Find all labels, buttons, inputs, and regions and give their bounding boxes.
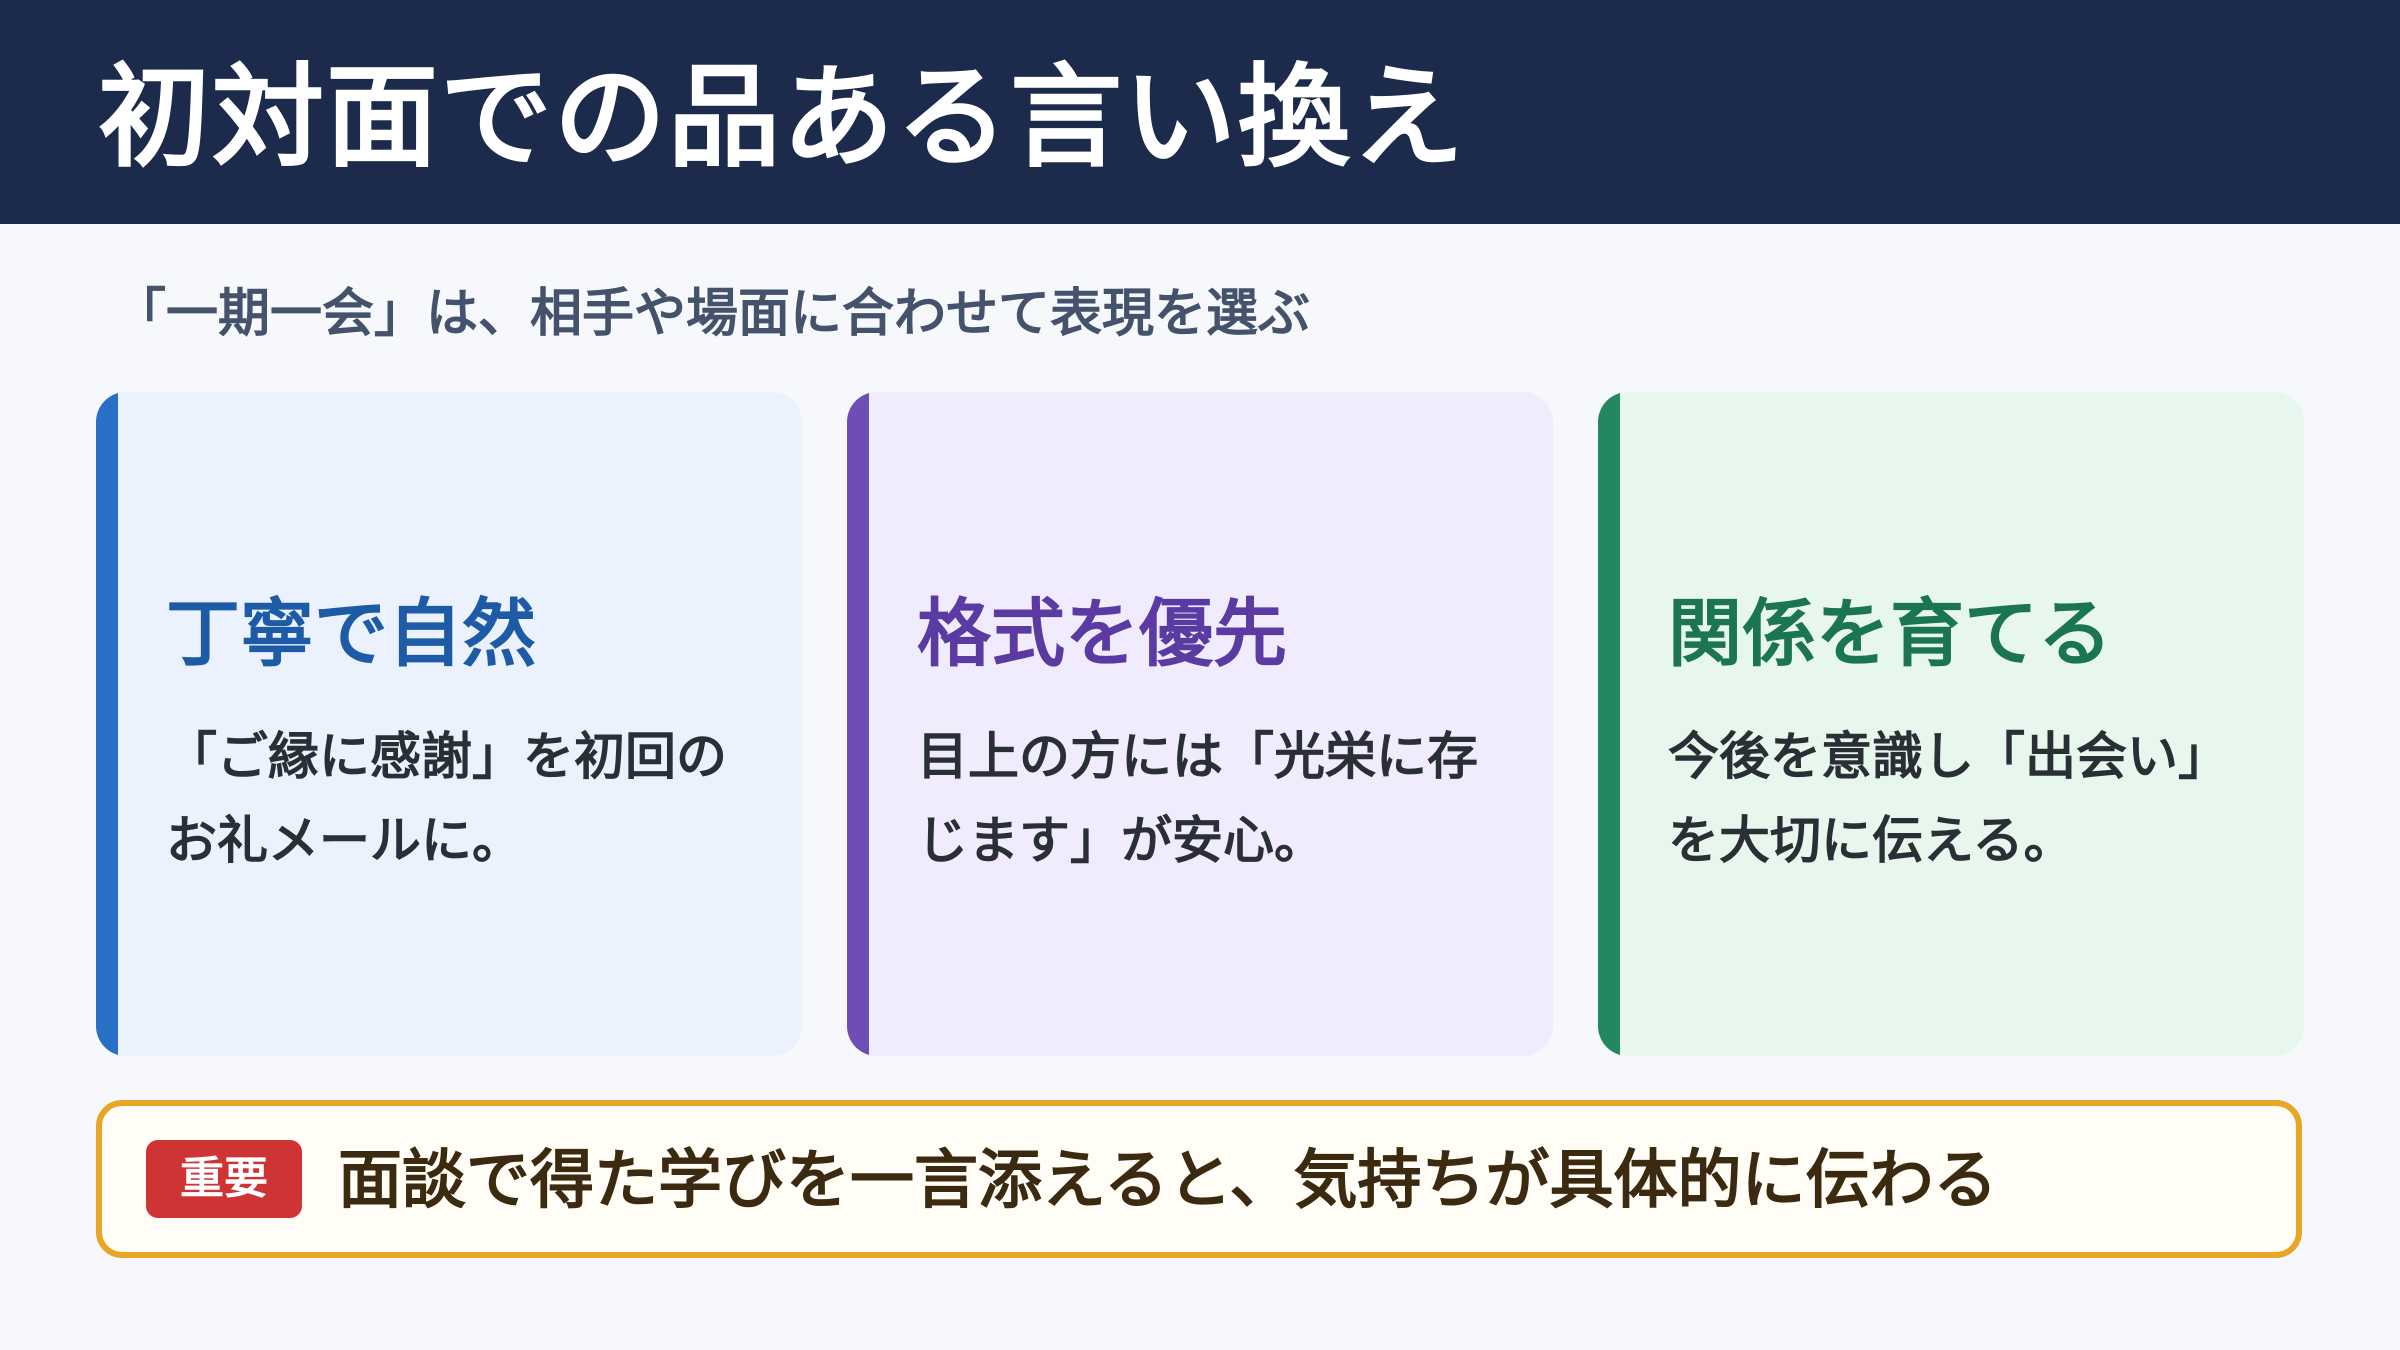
card-body: 「ご縁に感謝」を初回のお礼メールに。 — [166, 728, 728, 871]
important-note-text: 面談で得た学びを一言添えると、気持ちが具体的に伝わる — [338, 1144, 1998, 1218]
card-title: 丁寧で自然 — [166, 591, 536, 677]
card-formal-priority: 格式を優先 目上の方には「光栄に存じます」が安心。 — [847, 392, 1553, 1056]
page-subtitle: 「一期一会」は、相手や場面に合わせて表現を選ぶ — [114, 284, 1311, 344]
card-body: 今後を意識し「出会い」を大切に伝える。 — [1668, 728, 2230, 871]
card-accent-bar — [1598, 392, 1620, 1056]
card-body: 目上の方には「光栄に存じます」が安心。 — [917, 728, 1479, 871]
card-title: 格式を優先 — [917, 591, 1287, 677]
important-badge: 重要 — [146, 1140, 302, 1218]
card-accent-bar — [847, 392, 869, 1056]
page-title: 初対面での品ある言い換え — [98, 53, 1466, 183]
header-bar: 初対面での品ある言い換え — [0, 0, 2400, 224]
card-build-relationship: 関係を育てる 今後を意識し「出会い」を大切に伝える。 — [1598, 392, 2304, 1056]
card-polite-natural: 丁寧で自然 「ご縁に感謝」を初回のお礼メールに。 — [96, 392, 802, 1056]
important-note: 重要 面談で得た学びを一言添えると、気持ちが具体的に伝わる — [96, 1100, 2302, 1258]
card-accent-bar — [96, 392, 118, 1056]
card-title: 関係を育てる — [1668, 591, 2112, 677]
